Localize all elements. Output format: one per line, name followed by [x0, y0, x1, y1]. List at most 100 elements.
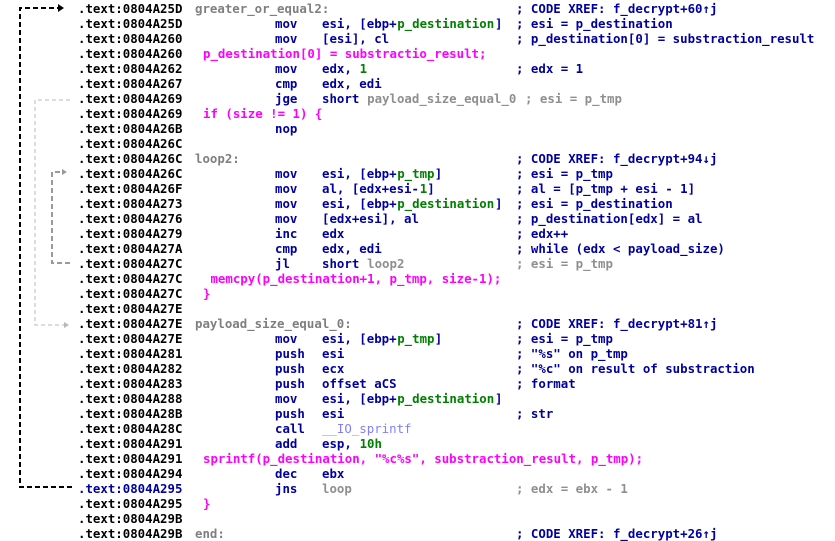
operand[interactable]: edx, edi — [322, 75, 382, 91]
comment[interactable]: ; esi = p_tmp — [516, 330, 613, 346]
mnemonic[interactable]: push — [275, 360, 305, 376]
address[interactable]: .text:0804A288 — [78, 390, 183, 406]
address[interactable]: .text:0804A26C — [78, 150, 183, 166]
operand[interactable]: 1 — [419, 180, 428, 196]
address[interactable]: .text:0804A27A — [78, 240, 183, 256]
listing-line[interactable]: .text:0804A26C — [0, 136, 835, 151]
operand[interactable]: short — [322, 255, 367, 271]
operand[interactable]: edx, edi — [322, 240, 382, 256]
operand[interactable]: p_tmp — [397, 165, 435, 181]
comment[interactable]: ; "%s" on p_tmp — [516, 345, 628, 361]
address[interactable]: .text:0804A26C — [78, 165, 183, 181]
operand[interactable]: ] — [494, 195, 503, 211]
address[interactable]: .text:0804A25D — [78, 15, 183, 31]
operand[interactable]: edx — [322, 225, 345, 241]
address[interactable]: .text:0804A27E — [78, 300, 183, 316]
comment[interactable]: ; esi = p_destination — [516, 195, 673, 211]
xref-comment[interactable]: ; CODE XREF: f_decrypt+94↓j — [516, 150, 718, 166]
operand[interactable]: esi — [322, 405, 345, 421]
mnemonic[interactable]: add — [275, 435, 298, 451]
address[interactable]: .text:0804A269 — [78, 105, 183, 121]
mnemonic[interactable]: mov — [275, 330, 298, 346]
comment[interactable]: ; esi = p_destination — [516, 15, 673, 31]
operand[interactable]: p_destination — [397, 15, 495, 31]
mnemonic[interactable]: inc — [275, 225, 298, 241]
mnemonic[interactable]: dec — [275, 465, 298, 481]
address[interactable]: .text:0804A27C — [78, 270, 183, 286]
comment[interactable]: ; esi = p_tmp — [516, 255, 613, 271]
comment[interactable]: ; edx++ — [516, 225, 569, 241]
xref-comment[interactable]: ; CODE XREF: f_decrypt+26↑j — [516, 525, 718, 541]
comment[interactable]: ; p_destination[edx] = al — [516, 210, 703, 226]
operand[interactable]: esp, — [322, 435, 360, 451]
mnemonic[interactable]: push — [275, 375, 305, 391]
pseudocode-comment[interactable]: } — [203, 495, 211, 511]
operand[interactable]: esi — [322, 345, 345, 361]
address[interactable]: .text:0804A27E — [78, 330, 183, 346]
mnemonic[interactable]: jns — [275, 480, 298, 496]
code-label[interactable]: payload_size_equal_0: — [195, 315, 352, 331]
mnemonic[interactable]: mov — [275, 195, 298, 211]
operand[interactable]: loop2 — [367, 255, 405, 271]
pseudocode-comment[interactable]: memcpy(p_destination+1, p_tmp, size-1); — [203, 270, 502, 286]
pseudocode-comment[interactable]: sprintf(p_destination, "%c%s", substract… — [203, 450, 644, 466]
listing-line[interactable]: .text:0804A295} — [0, 496, 835, 511]
address[interactable]: .text:0804A27C — [78, 255, 183, 271]
listing-line[interactable]: .text:0804A29B — [0, 511, 835, 526]
address[interactable]: .text:0804A267 — [78, 75, 183, 91]
xref-comment[interactable]: ; CODE XREF: f_decrypt+60↑j — [516, 0, 718, 16]
address[interactable]: .text:0804A28B — [78, 405, 183, 421]
operand[interactable]: [esi], cl — [322, 30, 390, 46]
comment[interactable]: ; esi = p_tmp — [516, 165, 613, 181]
listing-line[interactable]: .text:0804A27C} — [0, 286, 835, 301]
operand[interactable]: ] — [494, 390, 503, 406]
operand[interactable]: offset aCS — [322, 375, 397, 391]
operand[interactable]: p_destination — [397, 390, 495, 406]
comment[interactable]: ; edx = 1 — [516, 60, 584, 76]
address[interactable]: .text:0804A276 — [78, 210, 183, 226]
pseudocode-comment[interactable]: } — [203, 285, 211, 301]
mnemonic[interactable]: mov — [275, 60, 298, 76]
address[interactable]: .text:0804A260 — [78, 45, 183, 61]
address[interactable]: .text:0804A291 — [78, 435, 183, 451]
pseudocode-comment[interactable]: if (size != 1) { — [203, 105, 323, 121]
mnemonic[interactable]: mov — [275, 165, 298, 181]
listing-line[interactable]: .text:0804A27C memcpy(p_destination+1, p… — [0, 271, 835, 286]
operand[interactable]: edx, — [322, 60, 360, 76]
comment[interactable]: ; p_destination[0] = substraction_result — [516, 30, 815, 46]
address[interactable]: .text:0804A291 — [78, 450, 183, 466]
mnemonic[interactable]: cmp — [275, 75, 298, 91]
operand[interactable]: p_destination — [397, 195, 495, 211]
address[interactable]: .text:0804A279 — [78, 225, 183, 241]
mnemonic[interactable]: push — [275, 345, 305, 361]
address[interactable]: .text:0804A28C — [78, 420, 183, 436]
operand[interactable]: esi, [ebp+ — [322, 330, 397, 346]
operand[interactable]: esi, [ebp+ — [322, 165, 397, 181]
xref-comment[interactable]: ; CODE XREF: f_decrypt+81↑j — [516, 315, 718, 331]
code-label[interactable]: loop2: — [195, 150, 240, 166]
operand[interactable]: 1 — [359, 60, 368, 76]
operand[interactable]: ; esi = p_tmp — [517, 90, 622, 106]
operand[interactable]: esi, [ebp+ — [322, 390, 397, 406]
address[interactable]: .text:0804A295 — [78, 495, 183, 511]
mnemonic[interactable]: mov — [275, 30, 298, 46]
